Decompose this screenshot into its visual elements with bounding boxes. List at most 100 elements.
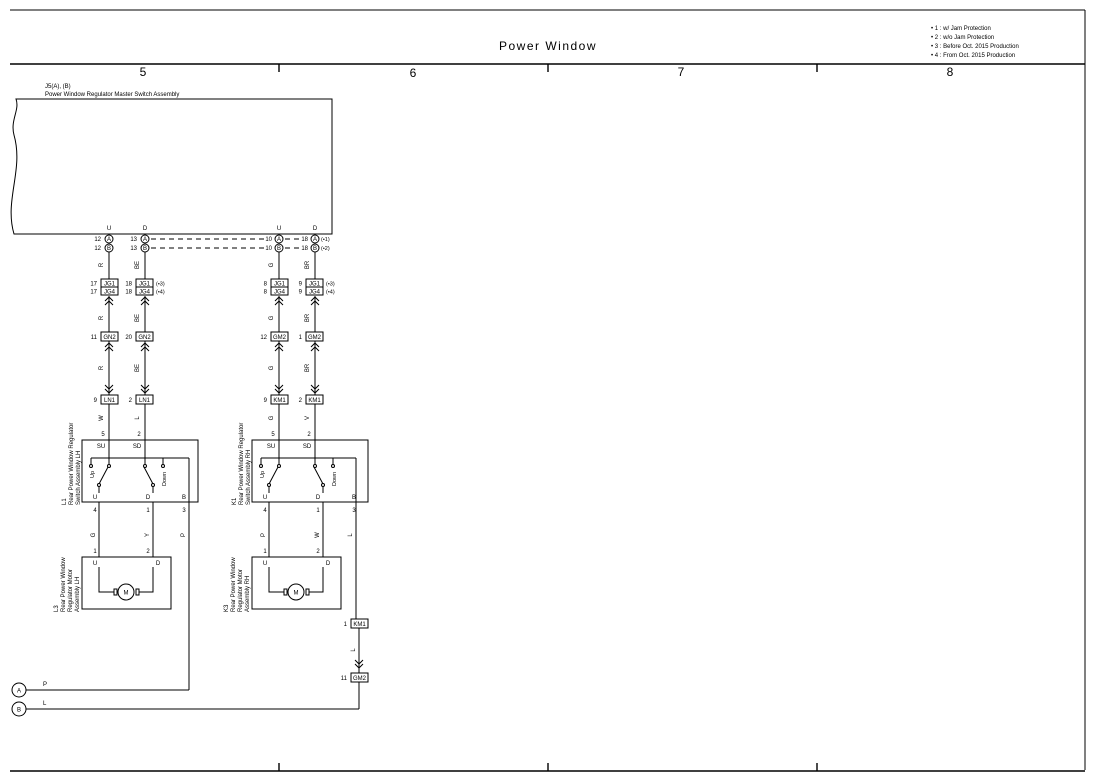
svg-text:Up: Up [90, 471, 96, 478]
master-pin-row-a: 12 A 13 A 10 A 18 A (•1) [94, 234, 330, 244]
svg-text:Rear Power Window Regulator: Rear Power Window Regulator [239, 423, 245, 505]
svg-text:1: 1 [316, 508, 320, 514]
svg-text:SD: SD [133, 444, 142, 450]
svg-text:JG4: JG4 [104, 290, 116, 296]
svg-text:18: 18 [125, 282, 132, 288]
svg-text:1: 1 [263, 549, 267, 555]
svg-text:A: A [277, 237, 281, 243]
master-switch-box [10, 98, 333, 235]
rear-motor-rh: K3 Rear Power Window Regulator Motor Ass… [224, 556, 342, 612]
gn2-connectors: GN2 11 GN2 20 GM2 12 GM2 1 [91, 331, 324, 342]
svg-text:G: G [269, 315, 275, 320]
svg-text:2: 2 [146, 549, 150, 555]
column-number: 6 [410, 66, 417, 80]
svg-text:L: L [348, 533, 354, 537]
svg-text:P: P [261, 533, 267, 537]
svg-text:P: P [181, 533, 187, 537]
svg-text:A: A [107, 237, 111, 243]
column-number: 8 [947, 65, 954, 79]
svg-text:B: B [313, 246, 317, 252]
svg-text:V: V [305, 416, 311, 420]
svg-text:1: 1 [344, 622, 348, 628]
svg-text:9: 9 [299, 282, 303, 288]
svg-text:GM2: GM2 [273, 335, 287, 341]
rear-motor-lh: L3 Rear Power Window Regulator Motor Ass… [54, 556, 172, 612]
svg-text:3: 3 [182, 508, 186, 514]
svg-text:12: 12 [94, 237, 101, 243]
svg-text:R: R [99, 365, 105, 370]
master-switch-ref: J5(A), (B) [45, 84, 71, 90]
svg-text:4: 4 [93, 508, 97, 514]
rh-motor-wires: P W L 1 2 [261, 502, 357, 619]
group-label: D [313, 226, 318, 232]
svg-text:12: 12 [260, 335, 267, 341]
svg-text:BE: BE [135, 314, 141, 322]
lower-connector-chain: KM1 1 L GM2 11 [341, 618, 369, 709]
svg-text:1: 1 [93, 549, 97, 555]
svg-text:10: 10 [265, 237, 272, 243]
svg-text:LN1: LN1 [139, 398, 151, 404]
svg-text:10: 10 [265, 246, 272, 252]
svg-text:(•2): (•2) [321, 246, 330, 252]
svg-text:11: 11 [341, 676, 348, 682]
svg-text:A: A [17, 689, 21, 695]
svg-text:R: R [99, 262, 105, 267]
jg-connectors: JG1 JG4 17 17 JG1 JG4 18 18 (•3) (•4) JG… [90, 278, 335, 296]
svg-text:Up: Up [260, 471, 266, 478]
column-number: 5 [140, 65, 147, 79]
svg-text:5: 5 [271, 432, 275, 438]
note: • 4 : From Oct. 2015 Production [931, 53, 1015, 59]
svg-text:3: 3 [352, 508, 356, 514]
svg-text:Assembly RH: Assembly RH [245, 576, 251, 612]
motor-icon: M [294, 591, 299, 597]
group-label: D [143, 226, 148, 232]
svg-text:13: 13 [130, 246, 137, 252]
svg-text:BR: BR [305, 260, 311, 269]
svg-text:D: D [316, 495, 321, 501]
svg-text:D: D [146, 495, 151, 501]
svg-text:2: 2 [316, 549, 320, 555]
svg-text:G: G [269, 415, 275, 420]
svg-text:Switch Assembly LH: Switch Assembly LH [76, 451, 82, 505]
svg-text:W: W [99, 415, 105, 421]
svg-text:A: A [313, 237, 317, 243]
svg-text:GN2: GN2 [138, 335, 151, 341]
svg-text:B: B [17, 708, 21, 714]
svg-text:B: B [277, 246, 281, 252]
svg-text:18: 18 [301, 237, 308, 243]
wire-labels-low: R BE G BR [99, 363, 311, 372]
svg-text:13: 13 [130, 237, 137, 243]
svg-text:G: G [269, 262, 275, 267]
svg-text:GM2: GM2 [308, 335, 322, 341]
svg-text:L1: L1 [62, 498, 68, 505]
svg-text:18: 18 [301, 246, 308, 252]
svg-text:Rear Power Window: Rear Power Window [61, 557, 67, 612]
svg-text:2: 2 [299, 398, 303, 404]
svg-text:LN1: LN1 [104, 398, 116, 404]
svg-text:A: A [143, 237, 147, 243]
master-switch-name: Power Window Regulator Master Switch Ass… [45, 92, 179, 98]
wire-labels-top: R BE G BR [99, 260, 311, 269]
note: • 2 : w/o Jam Protection [931, 35, 994, 41]
svg-text:SU: SU [267, 444, 275, 450]
svg-text:11: 11 [91, 335, 98, 341]
svg-text:B: B [143, 246, 147, 252]
note: • 1 : w/ Jam Protection [931, 26, 991, 32]
svg-text:JG1: JG1 [104, 282, 116, 288]
svg-text:D: D [156, 561, 161, 567]
svg-text:2: 2 [137, 432, 141, 438]
svg-text:KM1: KM1 [308, 398, 321, 404]
column-number: 7 [678, 65, 685, 79]
svg-text:Assembly LH: Assembly LH [75, 577, 81, 612]
svg-text:L: L [351, 648, 357, 652]
svg-text:U: U [263, 495, 267, 501]
svg-text:B: B [352, 495, 356, 501]
rear-switch-lh: L1 Rear Power Window Regulator Switch As… [62, 423, 199, 514]
group-label: U [277, 226, 281, 232]
svg-text:Regulator Motor: Regulator Motor [68, 569, 74, 612]
svg-text:D: D [326, 561, 331, 567]
svg-text:4: 4 [263, 508, 267, 514]
svg-text:BR: BR [305, 363, 311, 372]
svg-text:K3: K3 [224, 604, 230, 612]
svg-text:Y: Y [145, 533, 151, 537]
